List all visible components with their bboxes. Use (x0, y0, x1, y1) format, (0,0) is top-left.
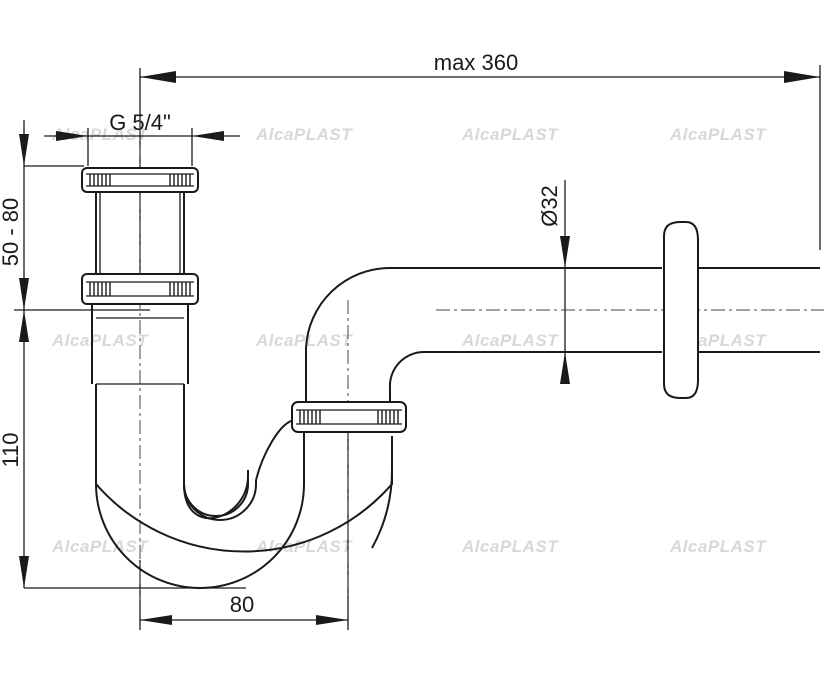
width-bottom-label: 80 (230, 592, 254, 617)
watermark: AlcaPLAST (255, 331, 353, 350)
watermark: AlcaPLAST (461, 331, 559, 350)
middle-nut (81, 273, 199, 305)
watermark: AlcaPLAST (669, 537, 767, 556)
max-length-label: max 360 (434, 50, 518, 75)
top-nut (81, 167, 199, 193)
watermark: AlcaPLAST (255, 537, 353, 556)
dimension-bottom: 80 (139, 420, 349, 630)
watermark: AlcaPLAST (461, 537, 559, 556)
height-top-label: 50 - 80 (0, 198, 23, 267)
watermark: AlcaPLAST (669, 125, 767, 144)
watermark: AlcaPLAST (255, 125, 353, 144)
diameter-label: Ø32 (537, 185, 562, 227)
center-lines (139, 120, 824, 600)
watermark: AlcaPLAST (461, 125, 559, 144)
watermark: AlcaPLAST (51, 125, 149, 144)
bend-nut (291, 401, 407, 433)
height-bottom-label: 110 (0, 432, 23, 467)
wall-rosette (663, 221, 699, 399)
dimension-diameter: Ø32 (537, 180, 570, 384)
watermark: AlcaPLAST (51, 537, 149, 556)
siphon-pipe (81, 167, 820, 589)
watermark: AlcaPLAST (51, 331, 149, 350)
dimension-left: 50 - 80 110 (0, 120, 246, 589)
dimension-max-length: max 360 (139, 50, 821, 300)
